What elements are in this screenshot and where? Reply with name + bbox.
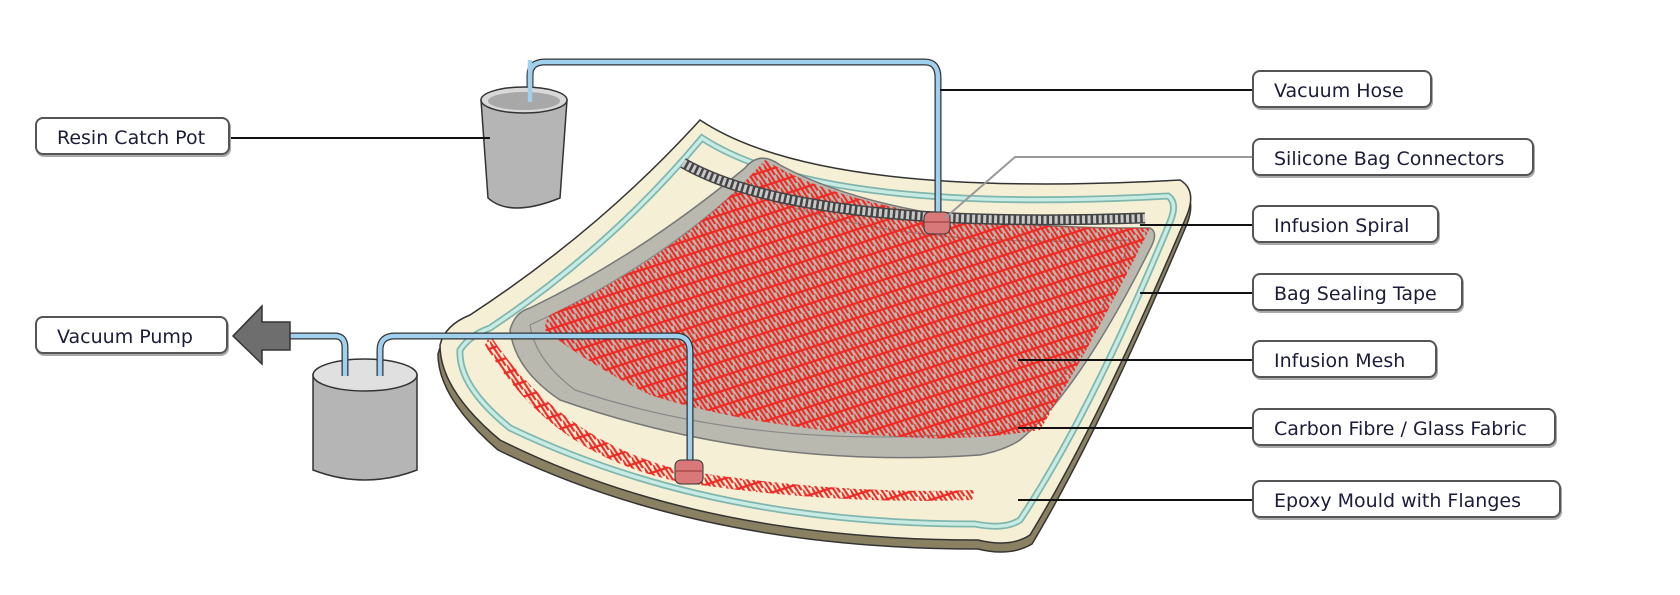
silicone-connector-bottom xyxy=(674,459,704,485)
label-silicone-bag-connectors: Silicone Bag Connectors xyxy=(1252,138,1534,176)
leader-lines xyxy=(230,89,1252,501)
label-infusion-mesh: Infusion Mesh xyxy=(1252,340,1437,378)
label-resin-catch-pot: Resin Catch Pot xyxy=(35,117,230,155)
infusion-mesh xyxy=(545,160,1150,439)
label-epoxy-mould: Epoxy Mould with Flanges xyxy=(1252,480,1561,518)
label-bag-sealing-tape: Bag Sealing Tape xyxy=(1252,273,1463,311)
silicone-connector-top xyxy=(923,211,951,235)
vacuum-pot xyxy=(312,358,418,481)
resin-catch-pot xyxy=(480,86,568,209)
label-carbon-fibre-glass-fabric: Carbon Fibre / Glass Fabric xyxy=(1252,408,1556,446)
label-vacuum-hose: Vacuum Hose xyxy=(1252,70,1432,108)
label-vacuum-pump: Vacuum Pump xyxy=(35,316,228,354)
vacuum-pump-arrow-icon xyxy=(231,304,291,366)
label-infusion-spiral: Infusion Spiral xyxy=(1252,205,1439,243)
